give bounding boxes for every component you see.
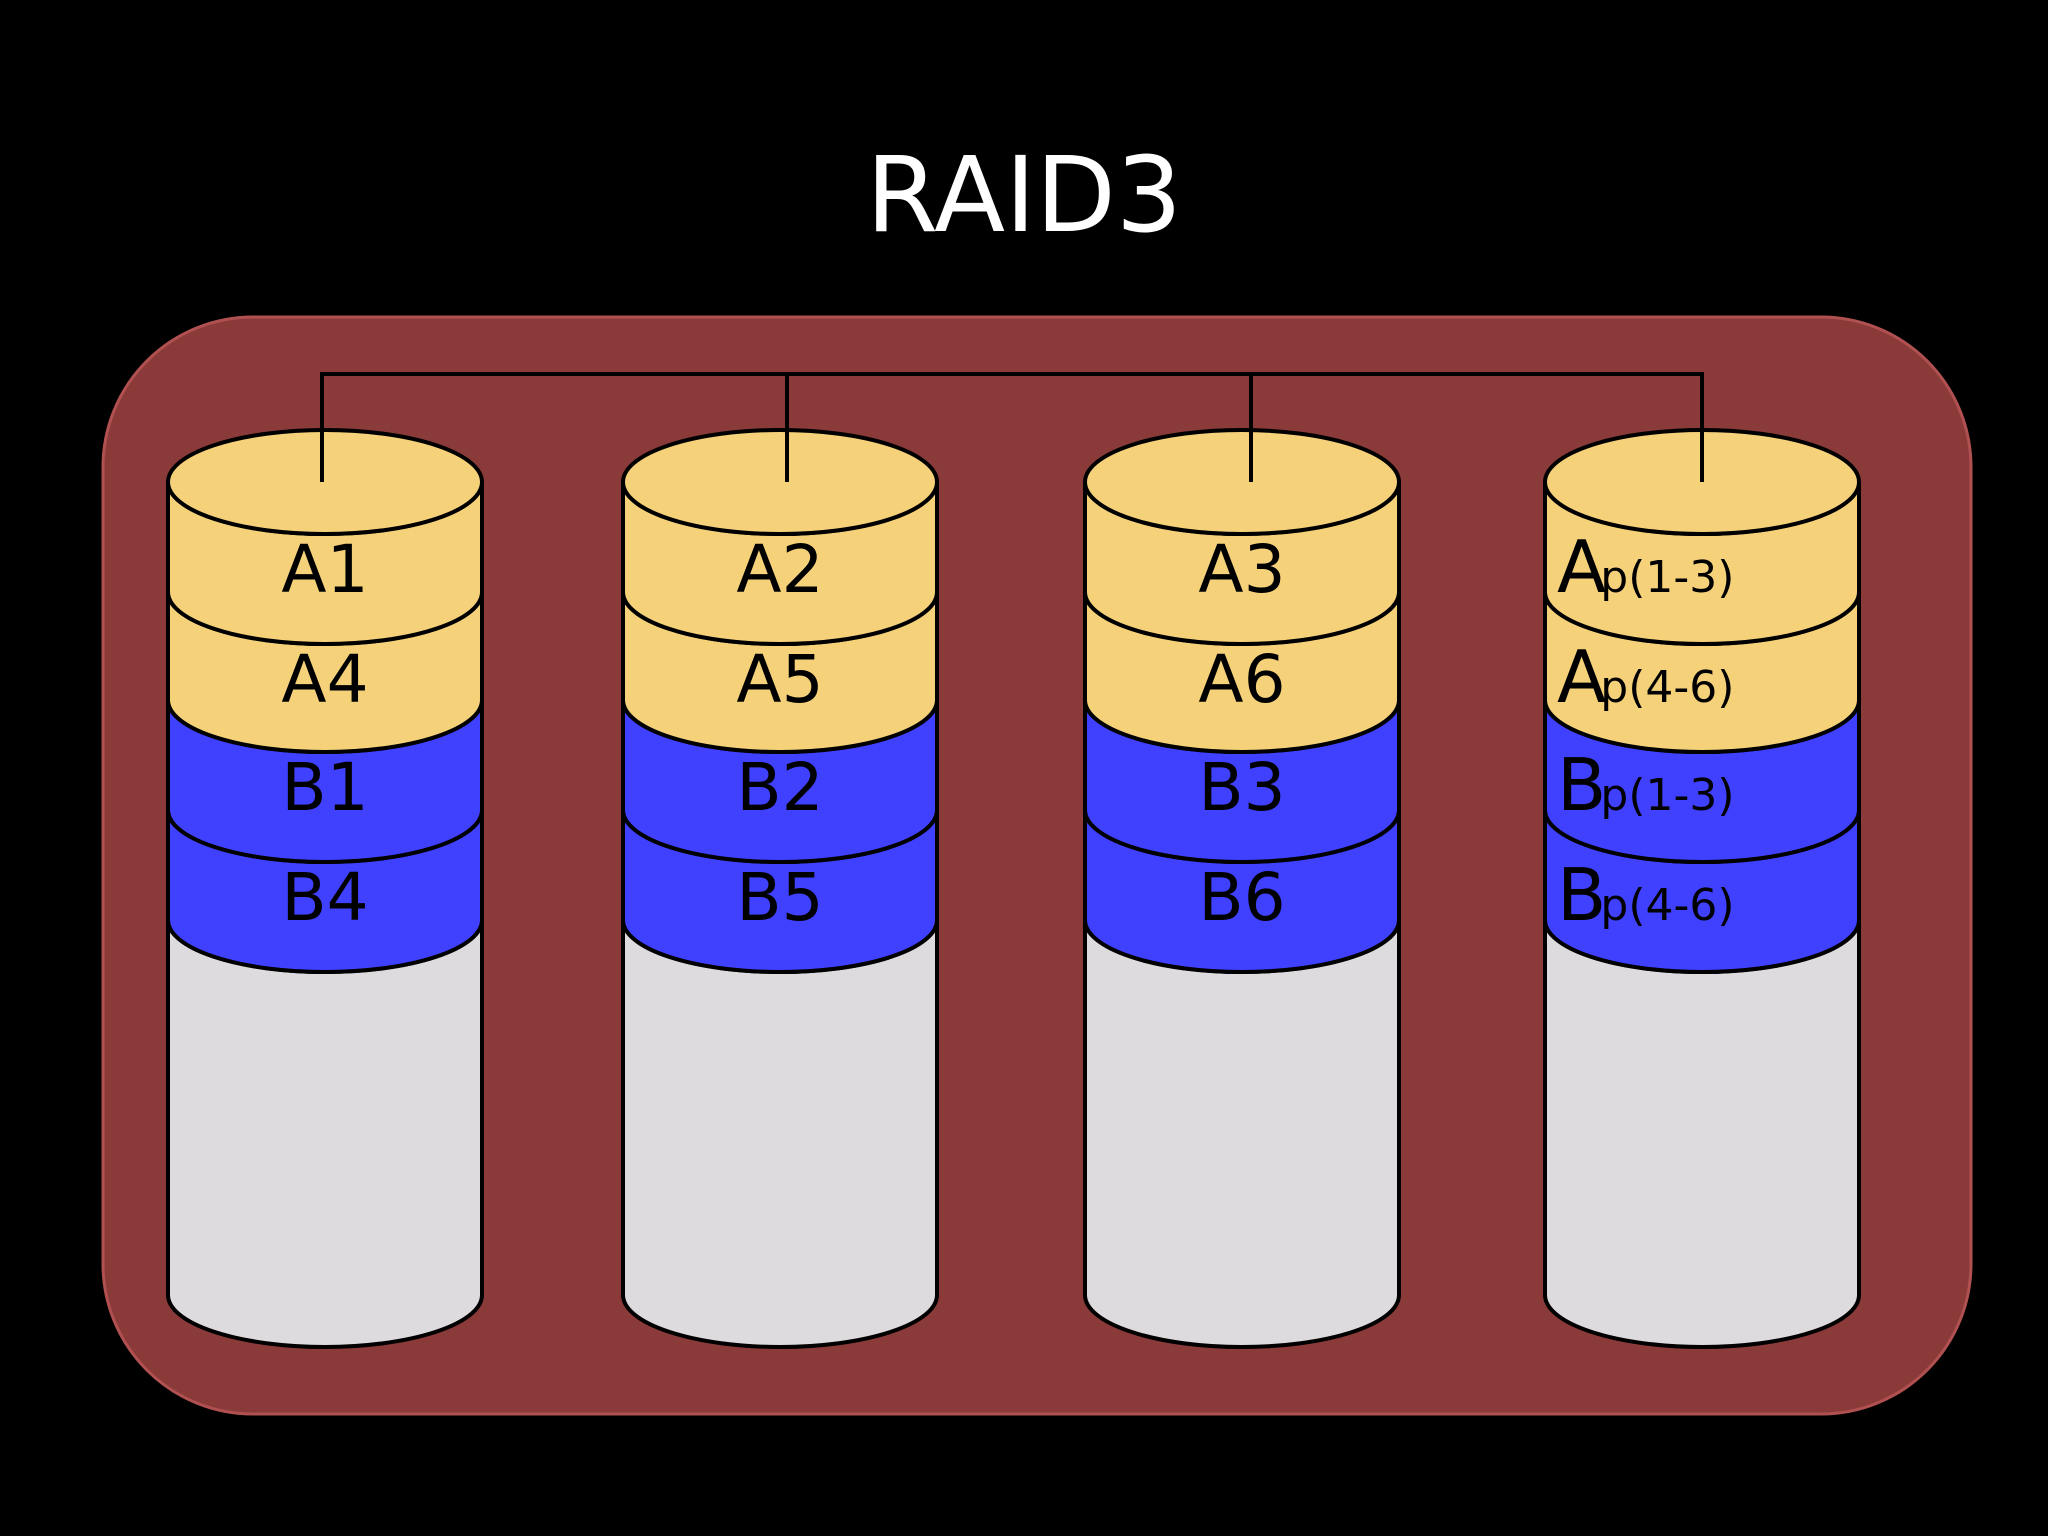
- diagram-title: RAID3: [865, 134, 1183, 256]
- block-label-sub: p(4-6): [1600, 662, 1734, 713]
- block-label: B5: [736, 859, 823, 936]
- block-label: A3: [1198, 531, 1285, 608]
- block-label: B2: [736, 749, 823, 826]
- block-label: A5: [736, 641, 823, 718]
- disk-top: [1083, 428, 1401, 536]
- empty-space: [1083, 919, 1401, 1349]
- disk-top: [166, 428, 484, 536]
- block-label: B1: [281, 749, 368, 826]
- block-label: Bp(4-6): [1557, 853, 1735, 937]
- block-label: Ap(4-6): [1557, 635, 1734, 719]
- empty-space: [621, 919, 939, 1349]
- empty-space: [1543, 919, 1861, 1349]
- block-label-sub: p(1-3): [1600, 552, 1734, 603]
- block-label-main: B: [1557, 853, 1606, 937]
- disk-top: [621, 428, 939, 536]
- block-label: B3: [1198, 749, 1285, 826]
- block-label: A1: [281, 531, 368, 608]
- block-label-sub: p(4-6): [1600, 880, 1734, 931]
- block-label: A6: [1198, 641, 1285, 718]
- block-label-main: B: [1557, 743, 1606, 827]
- raid-enclosure: [101, 315, 1973, 1416]
- block-label-main: A: [1557, 525, 1606, 609]
- block-label-main: A: [1557, 635, 1606, 719]
- block-label: B4: [281, 859, 368, 936]
- empty-space: [166, 919, 484, 1349]
- block-label: Bp(1-3): [1557, 743, 1735, 827]
- block-label-sub: p(1-3): [1600, 770, 1734, 821]
- disk-parity: Ap(1-3)Ap(4-6)Bp(1-3)Bp(4-6): [1543, 428, 1861, 1349]
- disk-array: A1A4B1B4A2A5B2B5A3A6B3B6Ap(1-3)Ap(4-6)Bp…: [166, 428, 1861, 1349]
- block-label: Ap(1-3): [1557, 525, 1734, 609]
- block-label: A2: [736, 531, 823, 608]
- controller-bus: [320, 372, 1704, 482]
- block-label: B6: [1198, 859, 1285, 936]
- block-label: A4: [281, 641, 368, 718]
